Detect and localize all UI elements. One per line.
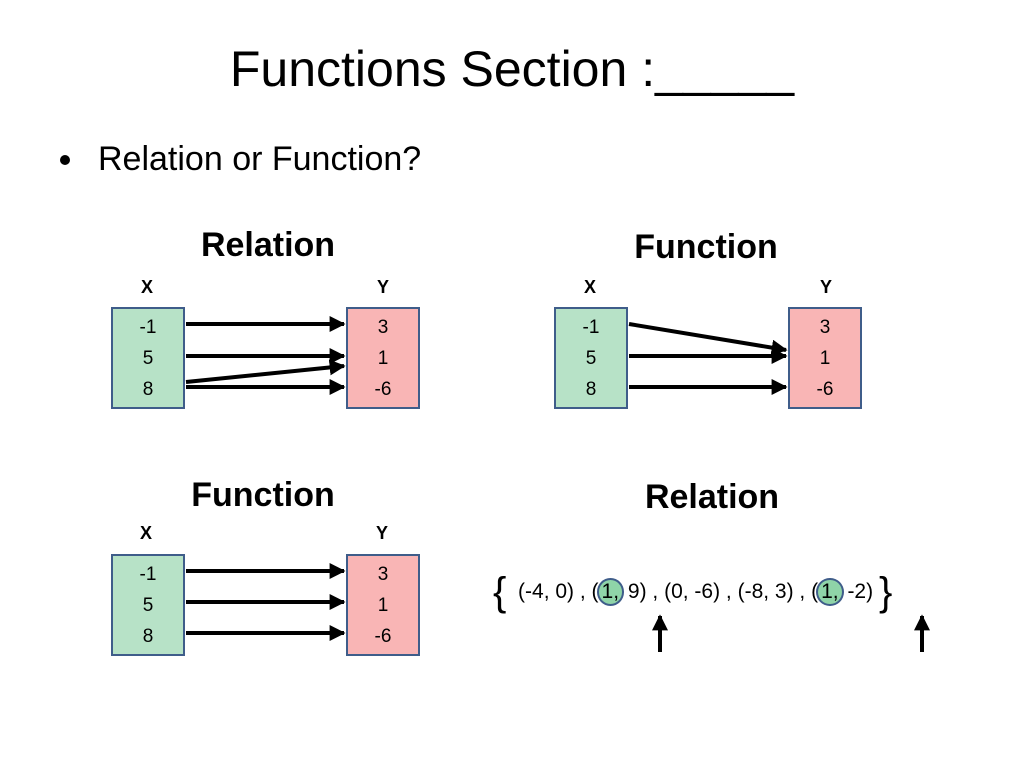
panel-3-domain-box: -1 5 8 — [111, 554, 185, 656]
domain-value: -1 — [139, 316, 157, 338]
range-value: 1 — [377, 594, 389, 616]
ordered-pairs-set: { (-4, 0) , ( 1, 9) , (0, -6) , (-8, 3) … — [493, 566, 892, 618]
range-value: 3 — [377, 316, 389, 338]
range-value: 1 — [819, 347, 831, 369]
highlighted-x-value: 1, — [816, 578, 844, 606]
panel-2-y-label: Y — [819, 277, 832, 297]
mapping-arrow — [185, 359, 346, 384]
domain-value: 8 — [585, 378, 597, 400]
domain-value: -1 — [139, 563, 157, 585]
domain-value: -1 — [582, 316, 600, 338]
panel-2-range-box: 3 1 -6 — [788, 307, 862, 409]
pairs-text-part: (-4, 0) , ( — [518, 580, 599, 603]
panel-1-domain-box: -1 5 8 — [111, 307, 185, 409]
pairs-text-part: -2) — [841, 580, 874, 603]
range-value: 1 — [377, 347, 389, 369]
panel-1-heading: Relation — [200, 226, 336, 264]
pairs-text-part: 9) , (0, -6) , (-8, 3) , ( — [622, 580, 819, 603]
panel-3-x-label: X — [139, 523, 152, 543]
domain-value: 8 — [142, 378, 154, 400]
panel-1-x-label: X — [140, 277, 153, 297]
bullet-item: Relation or Function? — [60, 140, 421, 179]
range-value: 3 — [819, 316, 831, 338]
range-value: -6 — [374, 378, 392, 400]
panel-3-heading: Function — [191, 476, 335, 514]
panel-1-y-label: Y — [376, 277, 389, 297]
panel-3-y-label: Y — [375, 523, 388, 543]
panel-3-range-box: 3 1 -6 — [346, 554, 420, 656]
bullet-dot-icon — [60, 154, 70, 165]
panel-2-x-label: X — [583, 277, 596, 297]
brace-open: { — [493, 570, 507, 614]
domain-value: 5 — [142, 347, 154, 369]
panel-2-heading: Function — [634, 228, 778, 266]
panel-1-range-box: 3 1 -6 — [346, 307, 420, 409]
mapping-arrow — [628, 322, 788, 356]
slide-title: Functions Section :_____ — [229, 41, 795, 97]
bullet-text: Relation or Function? — [98, 140, 422, 178]
panel-4-heading: Relation — [644, 478, 780, 516]
domain-value: 5 — [585, 347, 597, 369]
domain-value: 5 — [142, 594, 154, 616]
range-value: -6 — [374, 625, 392, 647]
panel-2-domain-box: -1 5 8 — [554, 307, 628, 409]
domain-value: 8 — [142, 625, 154, 647]
range-value: -6 — [816, 378, 834, 400]
brace-close: } — [878, 570, 893, 614]
range-value: 3 — [377, 563, 389, 585]
highlighted-x-value: 1, — [596, 578, 625, 606]
